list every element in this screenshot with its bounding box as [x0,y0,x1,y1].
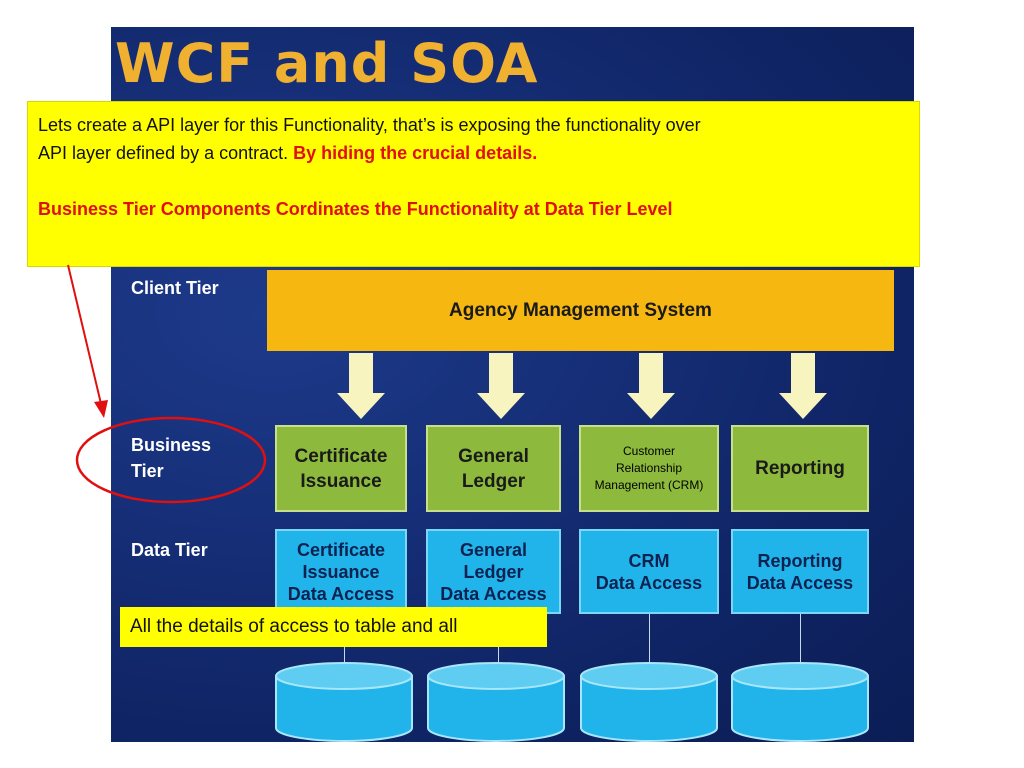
business-box-line: Reporting [755,458,845,479]
database-cylinder-2 [427,662,565,742]
data-tier-label: Data Tier [131,540,208,560]
business-box-line: Issuance [300,470,382,492]
red-annotation-arrowhead [94,400,108,418]
red-annotation-arrow-line [67,264,103,409]
business-box-line: Ledger [461,470,526,492]
business-tier-label-line2: Tier [131,461,164,481]
data-box-line: Data Access [595,572,703,593]
callout-emphasis: By hiding the crucial details. [293,143,538,163]
red-highlight-circle [75,416,267,504]
business-box-line: Customer [622,444,675,458]
client-tier-label: Client Tier [131,278,219,298]
data-box-line: Certificate [296,539,386,560]
slide-title: WCF and SOA [115,32,539,95]
callout-line-2: API layer defined by a contract. [38,143,289,163]
data-box-line: Reporting [757,550,843,571]
business-tier-label-line1: Business [131,435,212,455]
connector-line-3 [649,614,650,664]
data-box-line: General [459,539,528,560]
data-box-line: Data Access [746,572,854,593]
business-box-line: Management (CRM) [594,478,704,492]
callout-line-1: Lets create a API layer for this Functio… [38,115,701,135]
api-layer-callout: Lets create a API layer for this Functio… [27,101,920,267]
business-tier-label: Business Tier [131,432,211,484]
callout-business-tier-note: Business Tier Components Cordinates the … [38,199,673,219]
data-box-line: Data Access [287,583,395,604]
business-box-line: General [458,445,529,467]
data-box-line: Issuance [302,561,380,582]
database-cylinder-3 [580,662,718,742]
database-cylinder-4 [731,662,869,742]
data-box-line: CRM [628,550,670,571]
business-box-reporting: Reporting [731,425,869,512]
business-box-line: Relationship [615,461,683,475]
data-box-line: Data Access [440,583,547,604]
agency-management-system-box: Agency Management System [267,270,894,351]
connector-line-4 [800,614,801,664]
data-access-callout: All the details of access to table and a… [120,607,547,647]
data-box-line: Ledger [463,561,524,582]
database-cylinder-1 [275,662,413,742]
business-box-line: Certificate [294,445,388,467]
